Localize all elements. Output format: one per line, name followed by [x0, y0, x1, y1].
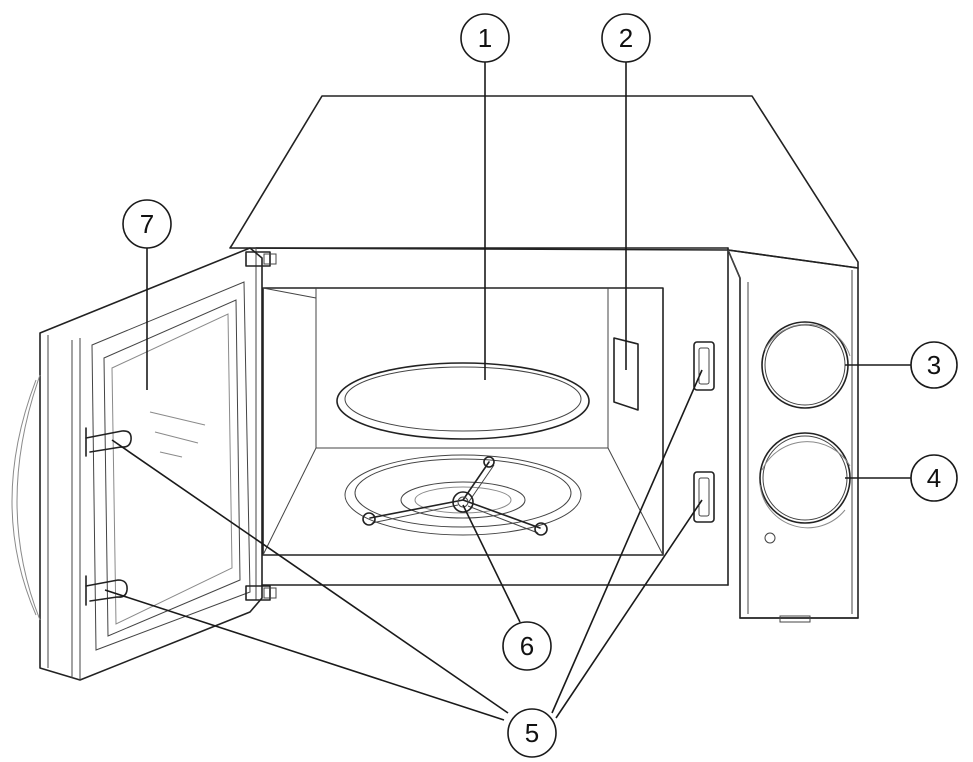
callout-label: 2	[619, 23, 633, 53]
door-latch-hooks	[85, 427, 132, 606]
waveguide-cover	[613, 337, 639, 411]
power-knob	[759, 432, 851, 544]
timer-scale	[764, 323, 851, 357]
oven-cavity	[262, 287, 664, 556]
cabinet-top	[229, 95, 859, 269]
timer-knob	[761, 321, 851, 409]
callout-5: 5	[507, 708, 557, 758]
callout-6: 6	[502, 621, 552, 671]
callout-1: 1	[460, 13, 510, 63]
callout-3: 3	[910, 341, 958, 389]
callout-2: 2	[601, 13, 651, 63]
turntable-support	[344, 454, 582, 536]
callout-7: 7	[122, 199, 172, 249]
power-scale	[759, 441, 851, 529]
callout-label: 5	[525, 718, 539, 748]
glass-tray	[336, 362, 590, 440]
callout-label: 7	[140, 209, 154, 239]
callout-label: 6	[520, 631, 534, 661]
callout-label: 3	[927, 350, 941, 380]
cabinet-front	[255, 247, 729, 600]
callout-4: 4	[910, 454, 958, 502]
callout-label: 4	[927, 463, 941, 493]
leader-lines	[104, 60, 912, 721]
interlock-slots	[693, 341, 715, 523]
oven-door	[11, 247, 277, 681]
callout-label: 1	[478, 23, 492, 53]
control-panel	[727, 249, 859, 623]
